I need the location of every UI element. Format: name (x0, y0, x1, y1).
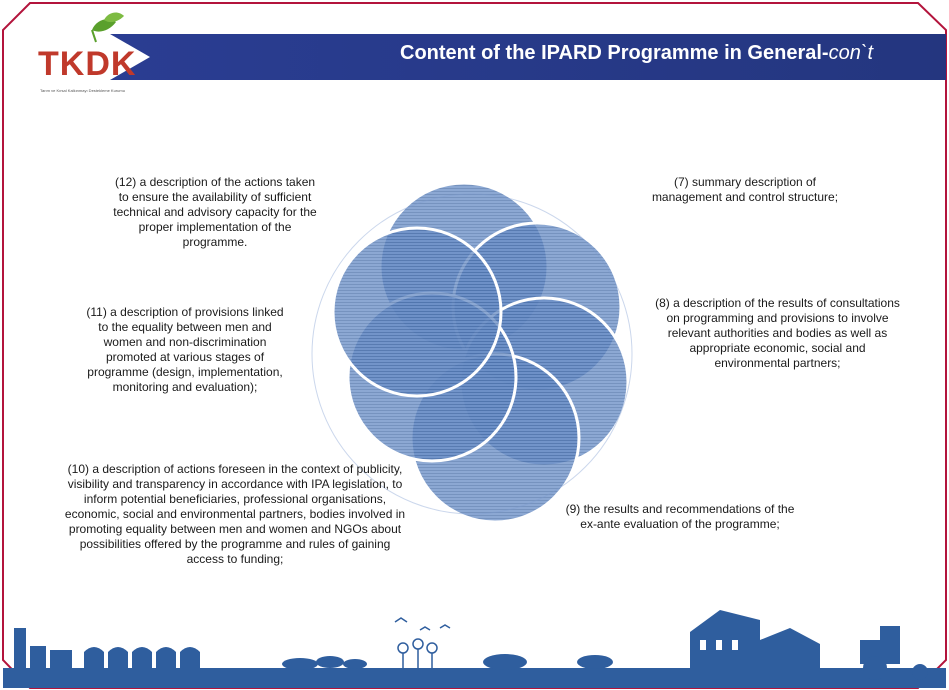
item-8: (8) a description of the results of cons… (655, 296, 900, 370)
logo-text: TKDK (38, 45, 137, 83)
title-suffix: con`t (828, 42, 874, 64)
petal-circle (331, 226, 503, 398)
item-9: (9) the results and recommendations of t… (565, 502, 795, 531)
footer-landscape (3, 610, 946, 688)
logo-subtitle: Tarım ve Kırsal Kalkınmayı Destekleme Ku… (40, 88, 125, 93)
page-title: Content of the IPARD Programme in Genera… (400, 42, 945, 65)
flower-diagram (331, 181, 630, 524)
item-10: (10) a description of actions foreseen i… (64, 462, 406, 566)
logo-leaf-icon (92, 19, 116, 32)
header-bar (110, 34, 946, 80)
title-main: Content of the IPARD Programme in Genera… (400, 42, 829, 64)
item-7: (7) summary description of management an… (651, 175, 839, 204)
flowers-decoration (394, 617, 451, 670)
item-11: (11) a description of provisions linked … (86, 305, 284, 394)
item-12: (12) a description of the actions taken … (113, 175, 317, 249)
